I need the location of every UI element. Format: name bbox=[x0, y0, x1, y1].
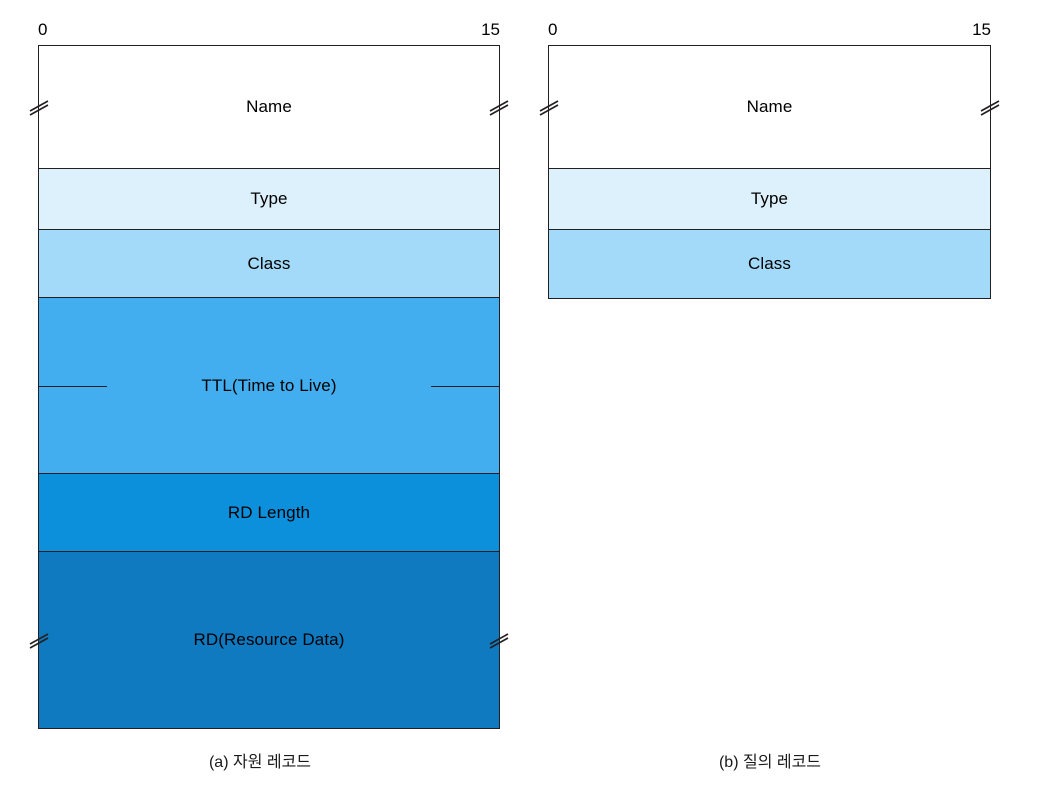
field-ttl: TTL(Time to Live) bbox=[39, 298, 499, 474]
field-label: Name bbox=[746, 97, 793, 116]
break-mark-icon bbox=[538, 97, 560, 117]
field-name: Name bbox=[29, 46, 509, 169]
field-label: Class bbox=[247, 253, 291, 273]
field-name: Name bbox=[539, 46, 1000, 169]
field-class: Class bbox=[549, 230, 990, 298]
field-stack-query-record: Name Type Class bbox=[539, 45, 1000, 299]
field-type: Type bbox=[549, 169, 990, 230]
field-label: Type bbox=[750, 189, 789, 208]
caption-resource-record: (a) 자원 레코드 bbox=[208, 754, 312, 771]
field-label: TTL(Time to Live) bbox=[201, 375, 337, 395]
bit-scale-end-label: 15 bbox=[481, 20, 500, 39]
bit-scale-ruler-b: 0 15 bbox=[548, 18, 991, 42]
field-type: Type bbox=[39, 169, 499, 230]
bit-scale-start-label: 0 bbox=[38, 20, 48, 39]
break-mark-icon bbox=[488, 630, 510, 650]
caption-query-record: (b) 질의 레코드 bbox=[718, 754, 822, 771]
break-mark-icon bbox=[979, 97, 1001, 117]
field-rd-resource-data: RD(Resource Data) bbox=[29, 552, 509, 728]
break-mark-icon bbox=[28, 630, 50, 650]
bit-scale-ruler-a: 0 15 bbox=[38, 18, 500, 42]
continuation-stub bbox=[39, 385, 107, 387]
field-label: RD Length bbox=[227, 502, 311, 522]
field-stack-resource-record: Name Type Class TTL(Time to Live) RD Len… bbox=[29, 45, 509, 729]
break-mark-icon bbox=[488, 97, 510, 117]
continuation-stub bbox=[431, 385, 499, 387]
field-rd-length: RD Length bbox=[39, 474, 499, 552]
bit-scale-start-label: 0 bbox=[548, 20, 558, 39]
field-label: RD(Resource Data) bbox=[193, 630, 345, 649]
bit-scale-end-label: 15 bbox=[972, 20, 991, 39]
field-label: Name bbox=[246, 97, 292, 116]
field-class: Class bbox=[39, 230, 499, 298]
field-label: Class bbox=[747, 254, 791, 273]
break-mark-icon bbox=[28, 97, 50, 117]
field-label: Type bbox=[250, 189, 288, 208]
